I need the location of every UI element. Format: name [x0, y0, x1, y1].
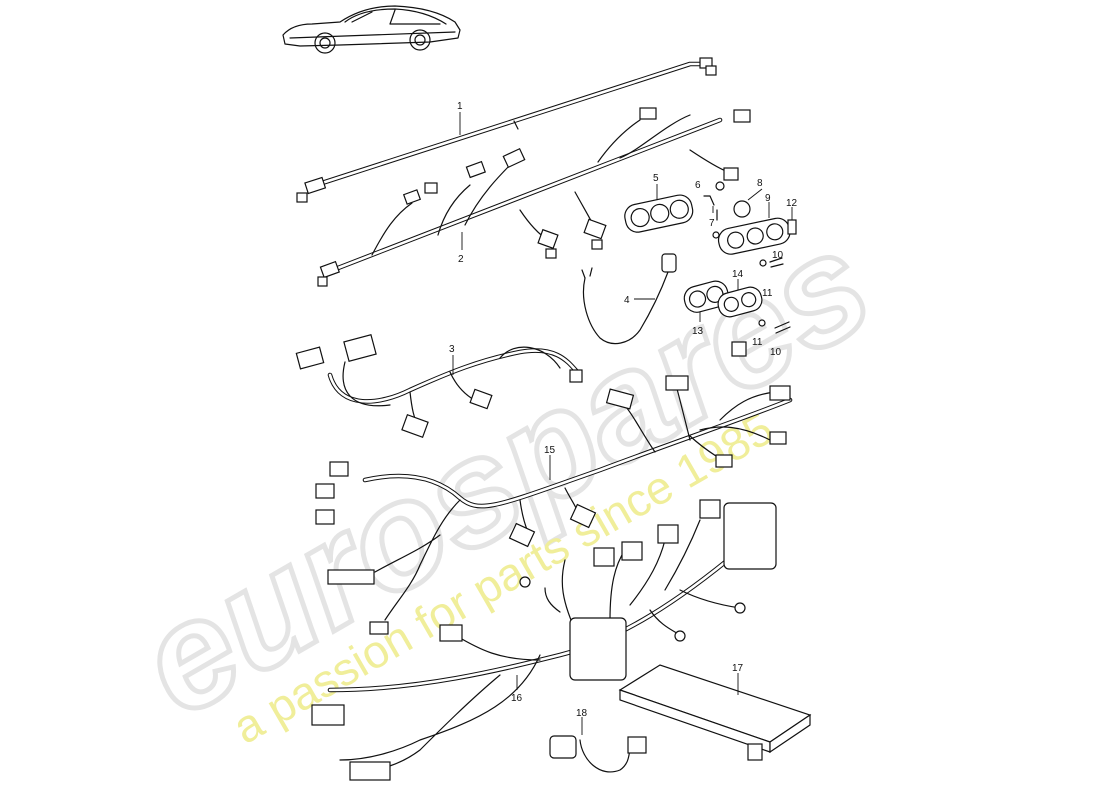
- part-labels: 1 2 3 4 5 6 7 8 9 10 10 11 11 12 13 14 1…: [449, 101, 798, 735]
- control-unit-part-17: [618, 664, 812, 761]
- screw-part-7: [703, 195, 718, 221]
- harness-part-4: [581, 253, 677, 345]
- label-part-11b: 11: [752, 337, 763, 348]
- label-part-10: 10: [772, 250, 784, 261]
- label-part-1: 1: [457, 101, 463, 112]
- label-part-14: 14: [732, 269, 744, 280]
- label-part-5: 5: [653, 173, 659, 184]
- label-part-7: 7: [709, 218, 715, 229]
- label-part-8: 8: [757, 178, 763, 189]
- label-part-17: 17: [732, 663, 744, 674]
- housing-part-14: [717, 286, 763, 318]
- label-part-2: 2: [458, 254, 464, 265]
- screw-part-10: [769, 257, 784, 268]
- washer-part-6: [712, 231, 720, 239]
- harness-part-1: [296, 57, 717, 203]
- label-part-3: 3: [449, 344, 455, 355]
- label-part-4: 4: [624, 295, 630, 306]
- harness-part-15: [315, 341, 793, 635]
- housing-part-5: [624, 194, 694, 233]
- ring-part-8: [733, 200, 751, 218]
- label-part-6: 6: [695, 180, 701, 191]
- label-part-16: 16: [511, 693, 523, 704]
- harness-part-3: [295, 333, 583, 439]
- label-part-12: 12: [786, 198, 798, 209]
- sensor-part-18: [549, 735, 647, 773]
- harness-part-16: [311, 499, 777, 781]
- label-part-11: 11: [762, 288, 773, 299]
- label-part-9: 9: [765, 193, 771, 204]
- label-part-15: 15: [544, 445, 556, 456]
- car-illustration: [282, 5, 461, 54]
- harness-part-2: [317, 107, 751, 287]
- screw-part-10b: [774, 321, 791, 334]
- label-part-10b: 10: [770, 347, 782, 358]
- instrument-housings: [624, 194, 797, 334]
- clip-part-12: [787, 219, 797, 235]
- watermark-brand: eurospares: [112, 198, 896, 748]
- label-part-18: 18: [576, 708, 588, 719]
- label-part-13: 13: [692, 326, 704, 337]
- housing-part-13: [683, 280, 729, 313]
